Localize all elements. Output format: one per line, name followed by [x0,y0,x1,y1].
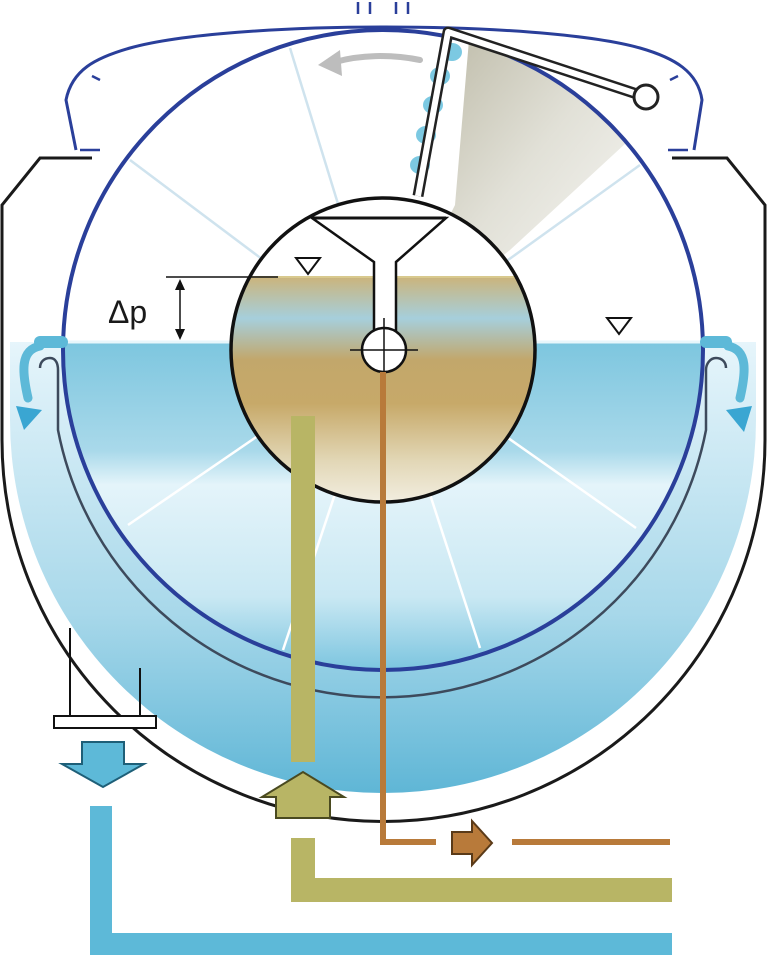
rotation-arrowhead [318,50,342,76]
pressure-difference-label: Δp [108,294,147,330]
feed-flow-arrow-icon [258,770,348,819]
rotation-arrow-icon [332,53,423,65]
filtrate-flow-arrow-icon [58,741,148,789]
inner-level-triangle-icon [294,257,322,276]
discharge-funnel [308,216,450,378]
overflow-arrow-right-icon [726,406,752,432]
hood-vents [80,2,688,152]
pressure-dimension [166,276,278,340]
outer-level-triangle-icon [605,317,633,336]
sludge-flow-arrow-icon [451,818,494,868]
sludge-discharge-line [380,372,670,868]
spray-pipe-joint [632,83,660,111]
filtrate-outlet [53,628,672,955]
overflow-arrow-left-icon [16,406,42,430]
drum-hood [64,25,704,151]
overflow-channels [19,336,749,403]
spray-pipe [410,26,660,197]
feed-inlet-line [258,416,672,902]
